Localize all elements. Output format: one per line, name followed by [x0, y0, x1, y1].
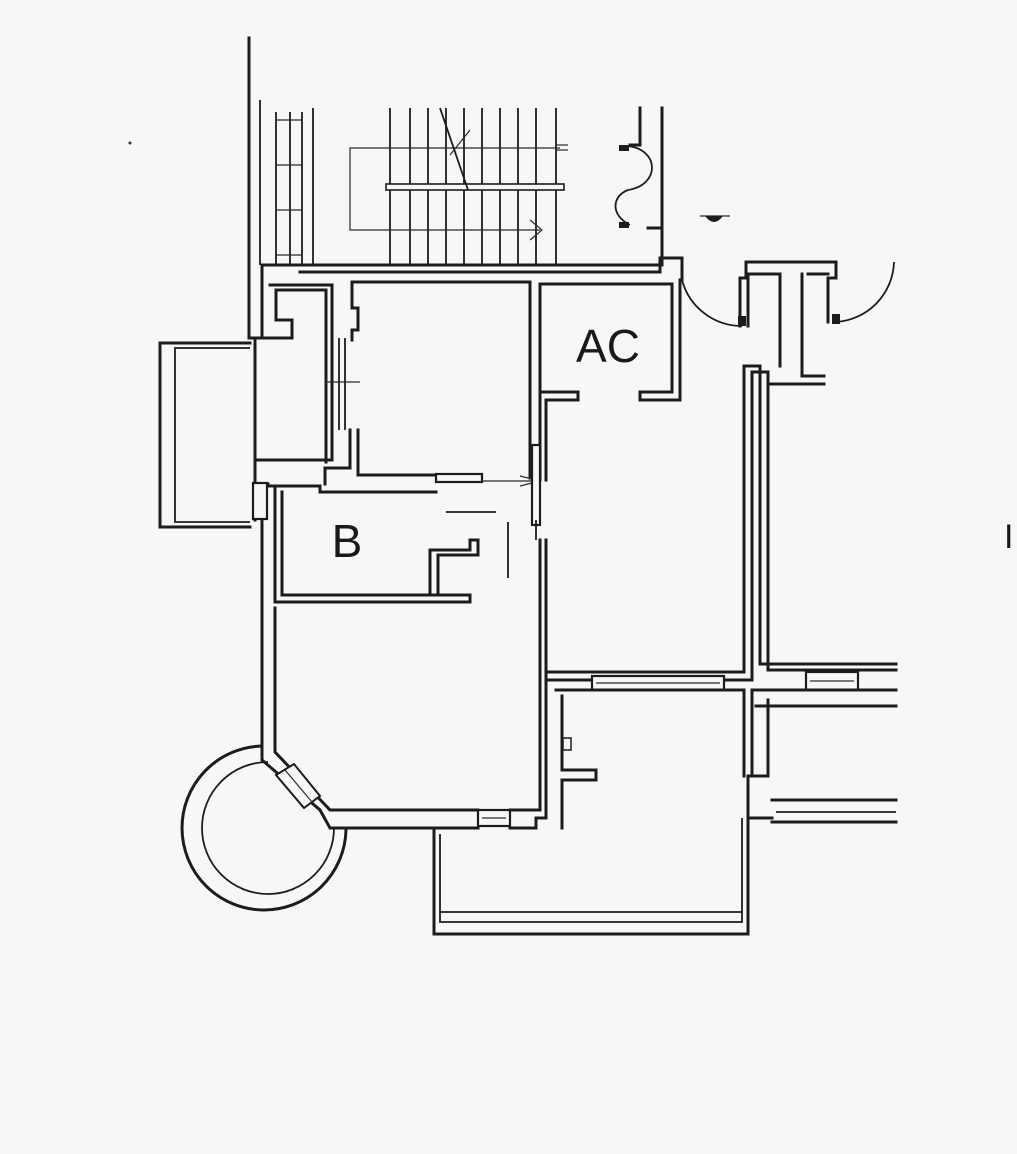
- lower-right-corridor: [746, 688, 898, 824]
- left-balcony: [158, 341, 252, 529]
- left-railing: [247, 36, 314, 340]
- ac-room: AC: [538, 278, 682, 482]
- entry-door: [614, 106, 664, 230]
- lower-middle-room: [432, 688, 754, 936]
- staircase: [349, 107, 568, 265]
- room-b: B: [266, 482, 509, 604]
- ink-dot: [128, 141, 132, 145]
- door-swings: [681, 261, 895, 327]
- sliding-door: [530, 443, 542, 540]
- room-label-ac: AC: [576, 320, 640, 372]
- round-bay-window: [180, 744, 348, 912]
- central-room: [323, 280, 541, 487]
- room-label-edge: I: [1004, 518, 1013, 556]
- east-walls: [544, 260, 898, 692]
- light-fixture-icon: [700, 215, 730, 222]
- west-walls: [248, 283, 360, 522]
- room-label-b: B: [332, 515, 363, 567]
